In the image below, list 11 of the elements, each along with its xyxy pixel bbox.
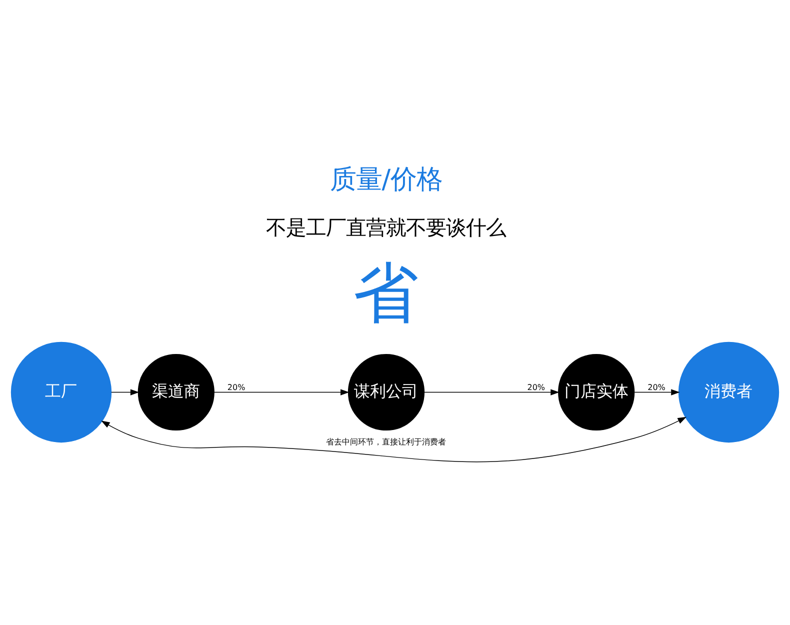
node-circle: 门店实体: [558, 353, 635, 430]
node-circle: 谋利公司: [348, 353, 425, 430]
label: 省: [353, 256, 420, 330]
label: 质量/价格: [330, 164, 443, 194]
arrow: [111, 388, 140, 395]
arrow: [424, 388, 560, 395]
arrow: [214, 388, 350, 395]
label: 不是工厂直营就不要谈什么: [266, 215, 506, 240]
arrow: [634, 388, 680, 395]
node-circle: 渠道商: [138, 353, 214, 430]
arrow: [101, 416, 686, 462]
